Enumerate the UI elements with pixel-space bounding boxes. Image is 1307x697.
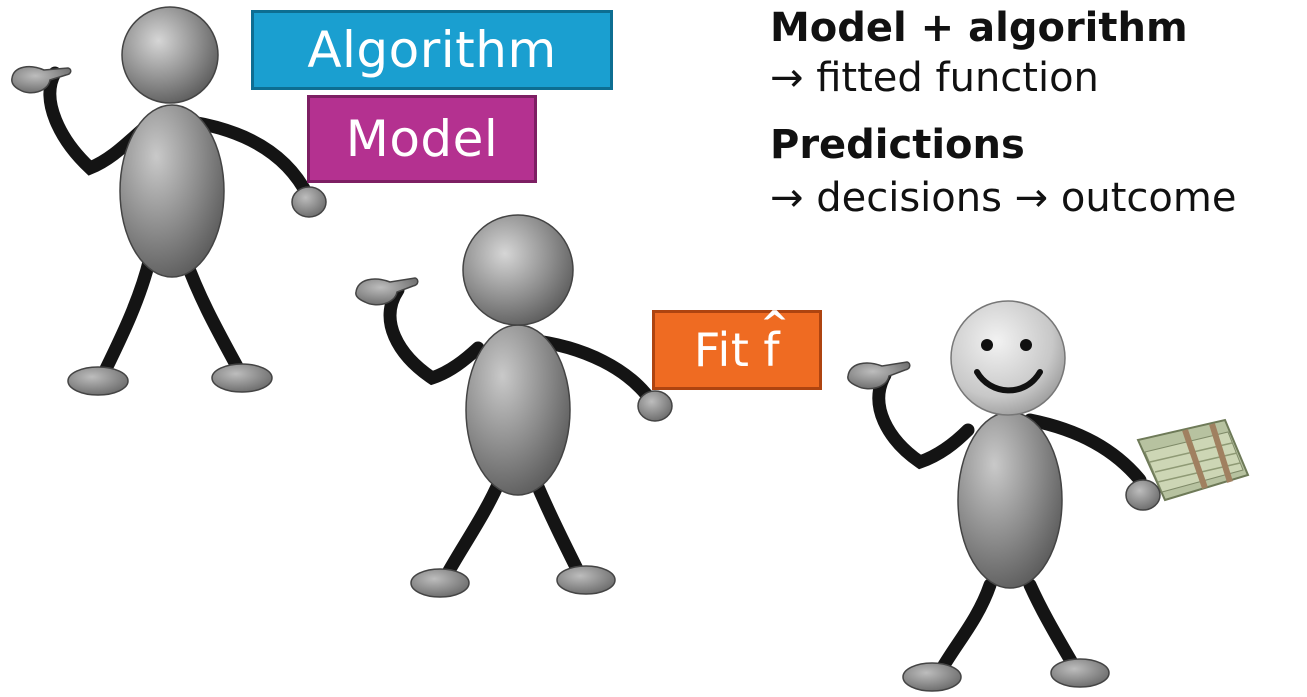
pointing-hand-icon: [11, 65, 72, 94]
head-shape: [121, 6, 219, 104]
algorithm-label: Algorithm: [251, 10, 613, 90]
stick-figure-happy-with-money: [847, 300, 1250, 692]
hat-icon: ^: [760, 304, 790, 344]
money-stack-icon: [1136, 418, 1250, 502]
pointing-hand-icon: [847, 361, 911, 390]
f-symbol: f: [763, 323, 781, 377]
pointing-hand-icon: [355, 277, 419, 306]
heading-model-algorithm: Model + algorithm: [770, 5, 1188, 51]
fitted-function-line: → fitted function: [770, 55, 1099, 101]
smiley-face-icon: [950, 300, 1066, 416]
stick-figure-fitting: [355, 214, 673, 598]
body-shape: [119, 104, 225, 278]
model-label: Model: [307, 95, 537, 183]
stick-figure-thinking: [11, 6, 327, 396]
body-shape: [465, 324, 571, 496]
model-label-text: Model: [345, 110, 499, 168]
fit-label: Fit ^ f: [652, 307, 822, 390]
f-hat-symbol: ^ f: [760, 307, 789, 373]
head-shape: [462, 214, 574, 326]
fit-label-text: Fit: [693, 323, 750, 377]
algorithm-label-text: Algorithm: [307, 21, 557, 79]
body-shape: [957, 411, 1063, 589]
decisions-outcome-line: → decisions → outcome: [770, 175, 1237, 221]
heading-predictions: Predictions: [770, 122, 1025, 168]
